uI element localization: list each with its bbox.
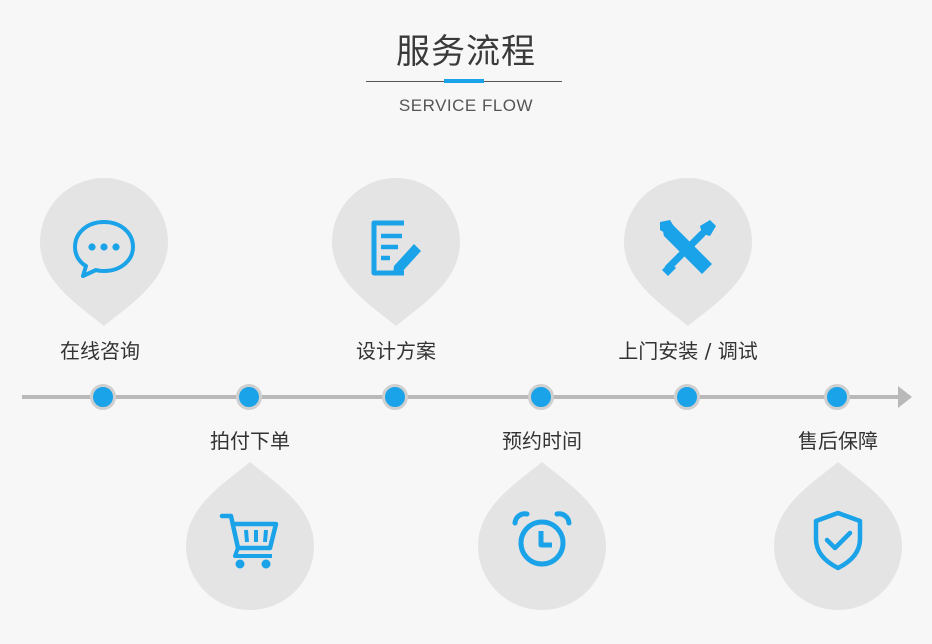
step-2-node <box>236 384 262 410</box>
step-5-drop <box>624 178 752 326</box>
step-6-label: 售后保障 <box>798 429 878 453</box>
page-title: 服务流程 <box>396 32 536 72</box>
title-accent-bar <box>444 79 484 83</box>
step-1-drop <box>40 178 168 326</box>
step-4-label: 预约时间 <box>502 429 582 453</box>
alarm-clock-icon <box>512 511 572 567</box>
cart-icon <box>219 513 279 569</box>
step-6-drop <box>774 462 902 610</box>
design-edit-icon <box>371 220 421 276</box>
timeline-arrow-icon <box>898 386 912 408</box>
step-2-drop <box>186 462 314 610</box>
tools-icon <box>660 220 716 276</box>
step-3-label: 设计方案 <box>356 339 436 363</box>
step-6-node <box>824 384 850 410</box>
chat-icon <box>73 220 135 278</box>
step-4-node <box>528 384 554 410</box>
step-5-label: 上门安装 / 调试 <box>618 339 758 363</box>
step-4-drop <box>478 462 606 610</box>
timeline-line <box>22 395 902 399</box>
step-1-label: 在线咨询 <box>60 339 140 363</box>
shield-check-icon <box>813 510 863 571</box>
step-3-node <box>382 384 408 410</box>
page-subtitle: SERVICE FLOW <box>398 96 534 115</box>
step-3-drop <box>332 178 460 326</box>
step-1-node <box>90 384 116 410</box>
step-5-node <box>674 384 700 410</box>
step-2-label: 拍付下单 <box>210 429 290 453</box>
